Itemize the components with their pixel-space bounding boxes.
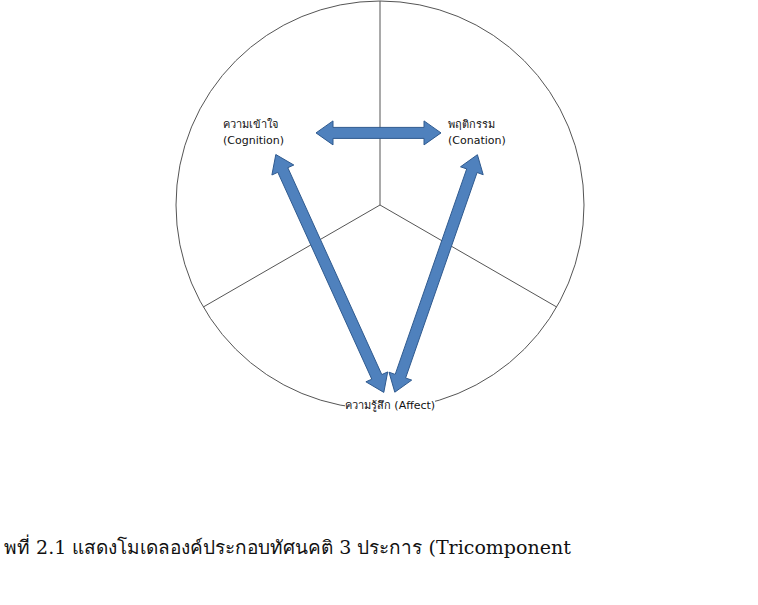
divider-line xyxy=(203,205,380,307)
divider-line xyxy=(380,205,557,307)
component-label: พฤติกรรม (Conation) xyxy=(445,115,525,151)
component-text: พฤติกรรม (Conation) xyxy=(448,118,506,147)
block-arrow xyxy=(272,155,388,393)
figure-caption: พที่ 2.1 แสดงโมเดลองค์ประกอบทัศนคติ 3 ปร… xyxy=(4,532,571,562)
divider-line xyxy=(380,1,381,205)
component-label: ความรู้สึก (Affect) xyxy=(342,396,438,416)
block-arrow xyxy=(316,121,441,145)
outer-circle xyxy=(176,1,584,409)
component-text: ความรู้สึก (Affect) xyxy=(345,399,435,412)
component-label: ความเข้าใจ (Cognition) xyxy=(220,115,312,151)
block-arrow xyxy=(389,155,483,393)
component-text: ความเข้าใจ (Cognition) xyxy=(223,118,284,147)
